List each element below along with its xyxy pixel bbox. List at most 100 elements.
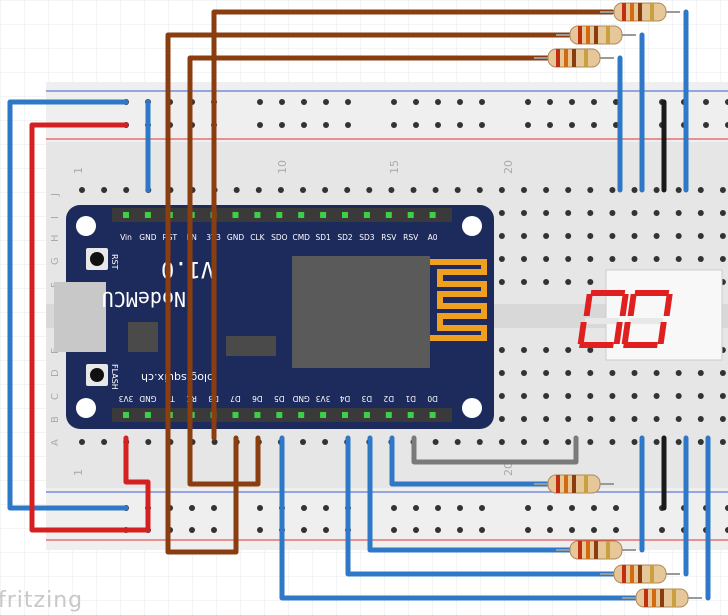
breadboard-hole bbox=[653, 393, 660, 399]
breadboard-hole bbox=[565, 416, 572, 422]
breadboard-hole bbox=[587, 439, 594, 445]
header-pin bbox=[232, 212, 239, 218]
power-rail-hole bbox=[569, 527, 575, 533]
pin-label: CMD bbox=[292, 233, 310, 242]
power-rail-hole bbox=[725, 527, 728, 533]
pin-label: GND bbox=[139, 394, 156, 403]
chip bbox=[226, 336, 276, 356]
power-rail-hole bbox=[659, 527, 665, 533]
breadboard-hole bbox=[79, 187, 85, 193]
power-rail-hole bbox=[525, 505, 531, 511]
flash-button-cap[interactable] bbox=[90, 368, 104, 382]
breadboard-hole bbox=[653, 439, 660, 445]
nodemcu-title: NodeMCU bbox=[102, 287, 186, 311]
wire-brown bbox=[211, 9, 615, 441]
breadboard-hole bbox=[609, 187, 616, 193]
breadboard-hole bbox=[521, 256, 527, 262]
pin-label: Vin bbox=[120, 233, 132, 242]
wire-brown bbox=[165, 32, 573, 555]
header-pin bbox=[429, 212, 436, 218]
breadboard-hole bbox=[565, 210, 572, 216]
breadboard-hole bbox=[719, 439, 726, 445]
breadboard-hole bbox=[255, 187, 262, 193]
power-rail-hole bbox=[257, 527, 263, 533]
wires bbox=[7, 9, 711, 601]
power-rail-hole bbox=[323, 122, 329, 128]
power-rail-hole bbox=[211, 505, 217, 511]
breadboard-hole bbox=[145, 439, 152, 445]
power-rail-hole bbox=[457, 99, 463, 105]
power-rail-hole bbox=[725, 505, 728, 511]
rst-label: RST bbox=[110, 254, 119, 270]
power-rail-hole bbox=[413, 99, 419, 105]
power-rail-hole bbox=[725, 122, 728, 128]
power-rail-hole bbox=[547, 527, 553, 533]
breadboard-hole bbox=[697, 256, 704, 262]
segment bbox=[584, 318, 620, 324]
breadboard-hole bbox=[609, 439, 616, 445]
breadboard-hole bbox=[543, 370, 550, 376]
row-letter: J bbox=[50, 193, 61, 197]
breadboard-hole bbox=[432, 439, 439, 445]
breadboard-hole bbox=[653, 187, 660, 193]
breadboard-hole bbox=[521, 279, 527, 285]
power-rail-hole bbox=[479, 505, 485, 511]
breadboard-hole bbox=[521, 233, 527, 239]
power-rail-hole bbox=[211, 527, 217, 533]
segment bbox=[623, 342, 658, 348]
power-rail-hole bbox=[547, 99, 553, 105]
column-number: 1 bbox=[72, 167, 85, 174]
breadboard-hole bbox=[697, 393, 704, 399]
breadboard-hole bbox=[719, 370, 726, 376]
mounting-hole bbox=[462, 216, 482, 236]
breadboard-hole bbox=[521, 393, 527, 399]
breadboard-hole bbox=[211, 439, 218, 445]
wire-blue bbox=[7, 99, 129, 511]
header-pin bbox=[298, 212, 305, 218]
pin-label: D2 bbox=[383, 394, 394, 403]
segment bbox=[590, 290, 626, 296]
power-rail-hole bbox=[323, 527, 329, 533]
rst-button-cap[interactable] bbox=[90, 252, 104, 266]
power-rail-hole bbox=[547, 505, 553, 511]
wire-blue bbox=[279, 435, 643, 601]
breadboard-hole bbox=[521, 210, 527, 216]
breadboard-hole bbox=[277, 187, 284, 193]
resistor bbox=[600, 564, 680, 584]
row-letter: C bbox=[50, 393, 61, 400]
breadboard-hole bbox=[565, 233, 572, 239]
power-rail-hole bbox=[189, 527, 195, 533]
row-letter: H bbox=[50, 234, 61, 242]
power-rail-hole bbox=[413, 505, 419, 511]
breadboard-hole bbox=[697, 233, 704, 239]
breadboard-hole bbox=[675, 256, 682, 262]
breadboard-hole bbox=[521, 347, 527, 353]
pin-label: SD1 bbox=[315, 233, 331, 242]
power-rail-hole bbox=[413, 122, 419, 128]
breadboard-hole bbox=[543, 256, 550, 262]
header-pin bbox=[363, 212, 370, 218]
breadboard-hole bbox=[498, 393, 505, 399]
breadboard-hole bbox=[101, 187, 108, 193]
breadboard-hole bbox=[697, 439, 704, 445]
wire-gray bbox=[411, 435, 579, 465]
pin-label: D4 bbox=[339, 394, 350, 403]
breadboard-hole bbox=[609, 256, 616, 262]
power-rail-hole bbox=[479, 122, 485, 128]
power-rail-hole bbox=[301, 122, 307, 128]
header-pin bbox=[254, 412, 261, 418]
breadboard-hole bbox=[631, 233, 638, 239]
breadboard-hole bbox=[609, 370, 616, 376]
segment bbox=[657, 322, 667, 344]
power-rail-hole bbox=[613, 505, 619, 511]
breadboard-hole bbox=[543, 347, 550, 353]
segment bbox=[634, 290, 670, 296]
pin-label: 3V3 bbox=[118, 394, 133, 403]
breadboard-hole bbox=[300, 187, 306, 193]
header-pin bbox=[385, 212, 392, 218]
breadboard-hole bbox=[653, 256, 660, 262]
segment bbox=[628, 318, 664, 324]
power-rail-hole bbox=[323, 505, 329, 511]
power-rail-hole bbox=[301, 527, 307, 533]
header-pin bbox=[407, 212, 414, 218]
